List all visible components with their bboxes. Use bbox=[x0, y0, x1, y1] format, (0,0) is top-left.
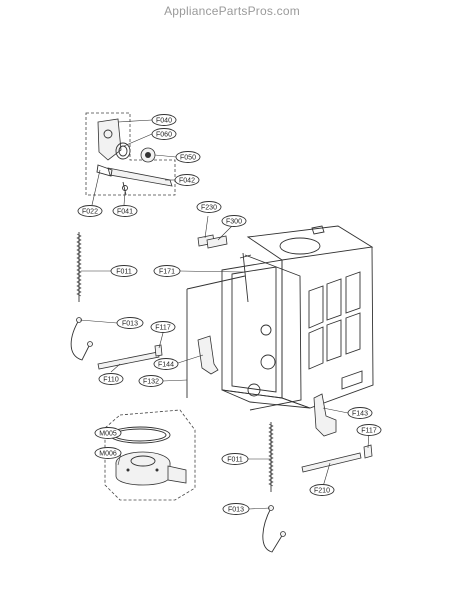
svg-text:F060: F060 bbox=[156, 132, 172, 139]
svg-text:F110: F110 bbox=[103, 377, 119, 384]
label-F110[interactable]: F110 bbox=[98, 373, 124, 385]
label-F011-top[interactable]: F011 bbox=[110, 265, 138, 277]
bottom-right-parts bbox=[262, 422, 373, 553]
part-clip-left bbox=[154, 344, 163, 357]
label-F040[interactable]: F040 bbox=[151, 114, 177, 126]
label-F117-left[interactable]: F117 bbox=[150, 321, 176, 333]
svg-text:F171: F171 bbox=[159, 269, 175, 276]
svg-text:F132: F132 bbox=[143, 379, 159, 386]
label-F011-bottom[interactable]: F011 bbox=[221, 453, 249, 465]
svg-text:F022: F022 bbox=[82, 209, 98, 216]
svg-text:F011: F011 bbox=[116, 269, 132, 276]
part-screw bbox=[122, 185, 128, 191]
svg-text:F143: F143 bbox=[352, 411, 368, 418]
top-assembly-dashed-box bbox=[85, 112, 176, 196]
svg-text:F300: F300 bbox=[226, 219, 242, 226]
part-rail-left bbox=[97, 351, 160, 370]
label-F041[interactable]: F041 bbox=[112, 205, 138, 217]
label-F132[interactable]: F132 bbox=[138, 375, 164, 387]
label-F171[interactable]: F171 bbox=[153, 265, 181, 277]
svg-text:F041: F041 bbox=[117, 209, 133, 216]
left-parts bbox=[70, 232, 163, 370]
label-F050[interactable]: F050 bbox=[175, 151, 201, 163]
svg-text:F210: F210 bbox=[314, 488, 330, 495]
part-bracket-left bbox=[197, 335, 219, 375]
part-plate-2 bbox=[206, 235, 228, 249]
svg-text:F230: F230 bbox=[201, 205, 217, 212]
label-F210[interactable]: F210 bbox=[309, 484, 335, 496]
label-F300[interactable]: F300 bbox=[221, 215, 247, 227]
label-F060[interactable]: F060 bbox=[151, 128, 177, 140]
door-gasket bbox=[186, 275, 246, 398]
tub-top bbox=[246, 225, 374, 261]
svg-text:F042: F042 bbox=[179, 178, 195, 185]
label-F013-bottom[interactable]: F013 bbox=[222, 503, 250, 515]
part-tape bbox=[239, 252, 252, 303]
label-F143[interactable]: F143 bbox=[347, 407, 373, 419]
part-rail-right bbox=[301, 452, 362, 473]
svg-text:F011: F011 bbox=[227, 457, 243, 464]
svg-text:M005: M005 bbox=[99, 431, 117, 438]
label-F230[interactable]: F230 bbox=[196, 201, 222, 213]
svg-text:F013: F013 bbox=[122, 321, 138, 328]
leader-lines bbox=[79, 119, 370, 510]
part-labels: F040 F060 F050 F042 F022 F041 F230 F300 … bbox=[77, 114, 382, 515]
svg-text:F050: F050 bbox=[180, 155, 196, 162]
label-F042[interactable]: F042 bbox=[174, 174, 200, 186]
tub-opening bbox=[221, 259, 283, 399]
tub-assembly bbox=[186, 225, 374, 437]
label-F144[interactable]: F144 bbox=[153, 358, 179, 370]
watermark: AppliancePartsPros.com bbox=[164, 4, 300, 18]
label-F013-top[interactable]: F013 bbox=[116, 317, 144, 329]
part-cable-bottom bbox=[262, 507, 284, 553]
part-clip bbox=[96, 164, 113, 177]
label-M005[interactable]: M005 bbox=[94, 427, 122, 439]
svg-text:F117: F117 bbox=[155, 325, 171, 332]
label-F117-right[interactable]: F117 bbox=[356, 424, 382, 436]
part-bracket bbox=[97, 118, 122, 161]
pump-assembly bbox=[104, 409, 196, 501]
part-ring bbox=[115, 142, 131, 160]
part-bracket-right bbox=[313, 393, 337, 437]
svg-text:F117: F117 bbox=[361, 428, 377, 435]
part-clip-right bbox=[363, 444, 373, 459]
part-cable-top bbox=[70, 319, 91, 361]
svg-text:F040: F040 bbox=[156, 118, 172, 125]
pump-dashed-box bbox=[104, 409, 196, 501]
label-F022[interactable]: F022 bbox=[77, 205, 103, 217]
svg-text:M006: M006 bbox=[99, 451, 117, 458]
part-rail bbox=[107, 167, 173, 187]
svg-text:F144: F144 bbox=[158, 362, 174, 369]
svg-text:F013: F013 bbox=[228, 507, 244, 514]
label-M006[interactable]: M006 bbox=[94, 447, 122, 459]
tub-side bbox=[281, 246, 374, 409]
part-bracket-hole bbox=[103, 129, 113, 139]
